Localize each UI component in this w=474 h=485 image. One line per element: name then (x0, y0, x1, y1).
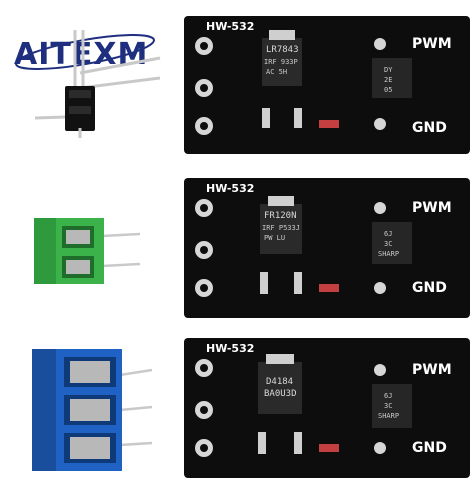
mosfet-line-2: IRF P533J (262, 224, 300, 232)
pin-header-icon (35, 28, 165, 138)
pwm-label: PWM (412, 36, 452, 52)
mosfet-board-2: HW-532 FR120N IRF P533J PW LU 6J 3C SHAR… (184, 178, 470, 318)
mosfet-board-3: HW-532 D4184 BA0U3D 6J 3C SHARP PWM GND (184, 338, 470, 478)
mosfet-line-3: PW LU (264, 234, 285, 242)
gnd-label: GND (412, 280, 447, 296)
board-label: HW-532 (206, 342, 254, 355)
board-label: HW-532 (206, 182, 254, 195)
gnd-label: GND (412, 440, 447, 456)
driver-line-1: 6J (384, 392, 392, 400)
brand-name: AITEXM (14, 37, 148, 72)
mosfet-line-1: LR7843 (266, 45, 299, 55)
driver-line-1: DY (384, 66, 393, 74)
brand-logo-graphic: AITEXM (14, 34, 155, 72)
mosfet-board-1: HW-532 LR7843 IRF 933P AC 5H DY 2E 05 PW… (184, 16, 470, 154)
driver-line-3: SHARP (378, 250, 399, 258)
brand-logo: AITEXM (10, 22, 160, 82)
driver-line-2: 2E (384, 76, 392, 84)
mosfet-line-3: AC 5H (266, 68, 287, 76)
mosfet-line-2: BA0U3D (264, 389, 297, 399)
screw-terminal-2pin-icon (32, 214, 142, 289)
pwm-label: PWM (412, 200, 452, 216)
mosfet-line-1: D4184 (266, 377, 293, 387)
screw-terminal-3pin-icon (30, 345, 155, 475)
gnd-label: GND (412, 120, 447, 136)
mosfet-line-1: FR120N (264, 211, 297, 221)
driver-line-3: 05 (384, 86, 392, 94)
driver-line-3: SHARP (378, 412, 399, 420)
pwm-label: PWM (412, 362, 452, 378)
mosfet-line-2: IRF 933P (264, 58, 298, 66)
driver-line-1: 6J (384, 230, 392, 238)
board-label: HW-532 (206, 20, 254, 33)
driver-line-2: 3C (384, 402, 392, 410)
driver-line-2: 3C (384, 240, 392, 248)
